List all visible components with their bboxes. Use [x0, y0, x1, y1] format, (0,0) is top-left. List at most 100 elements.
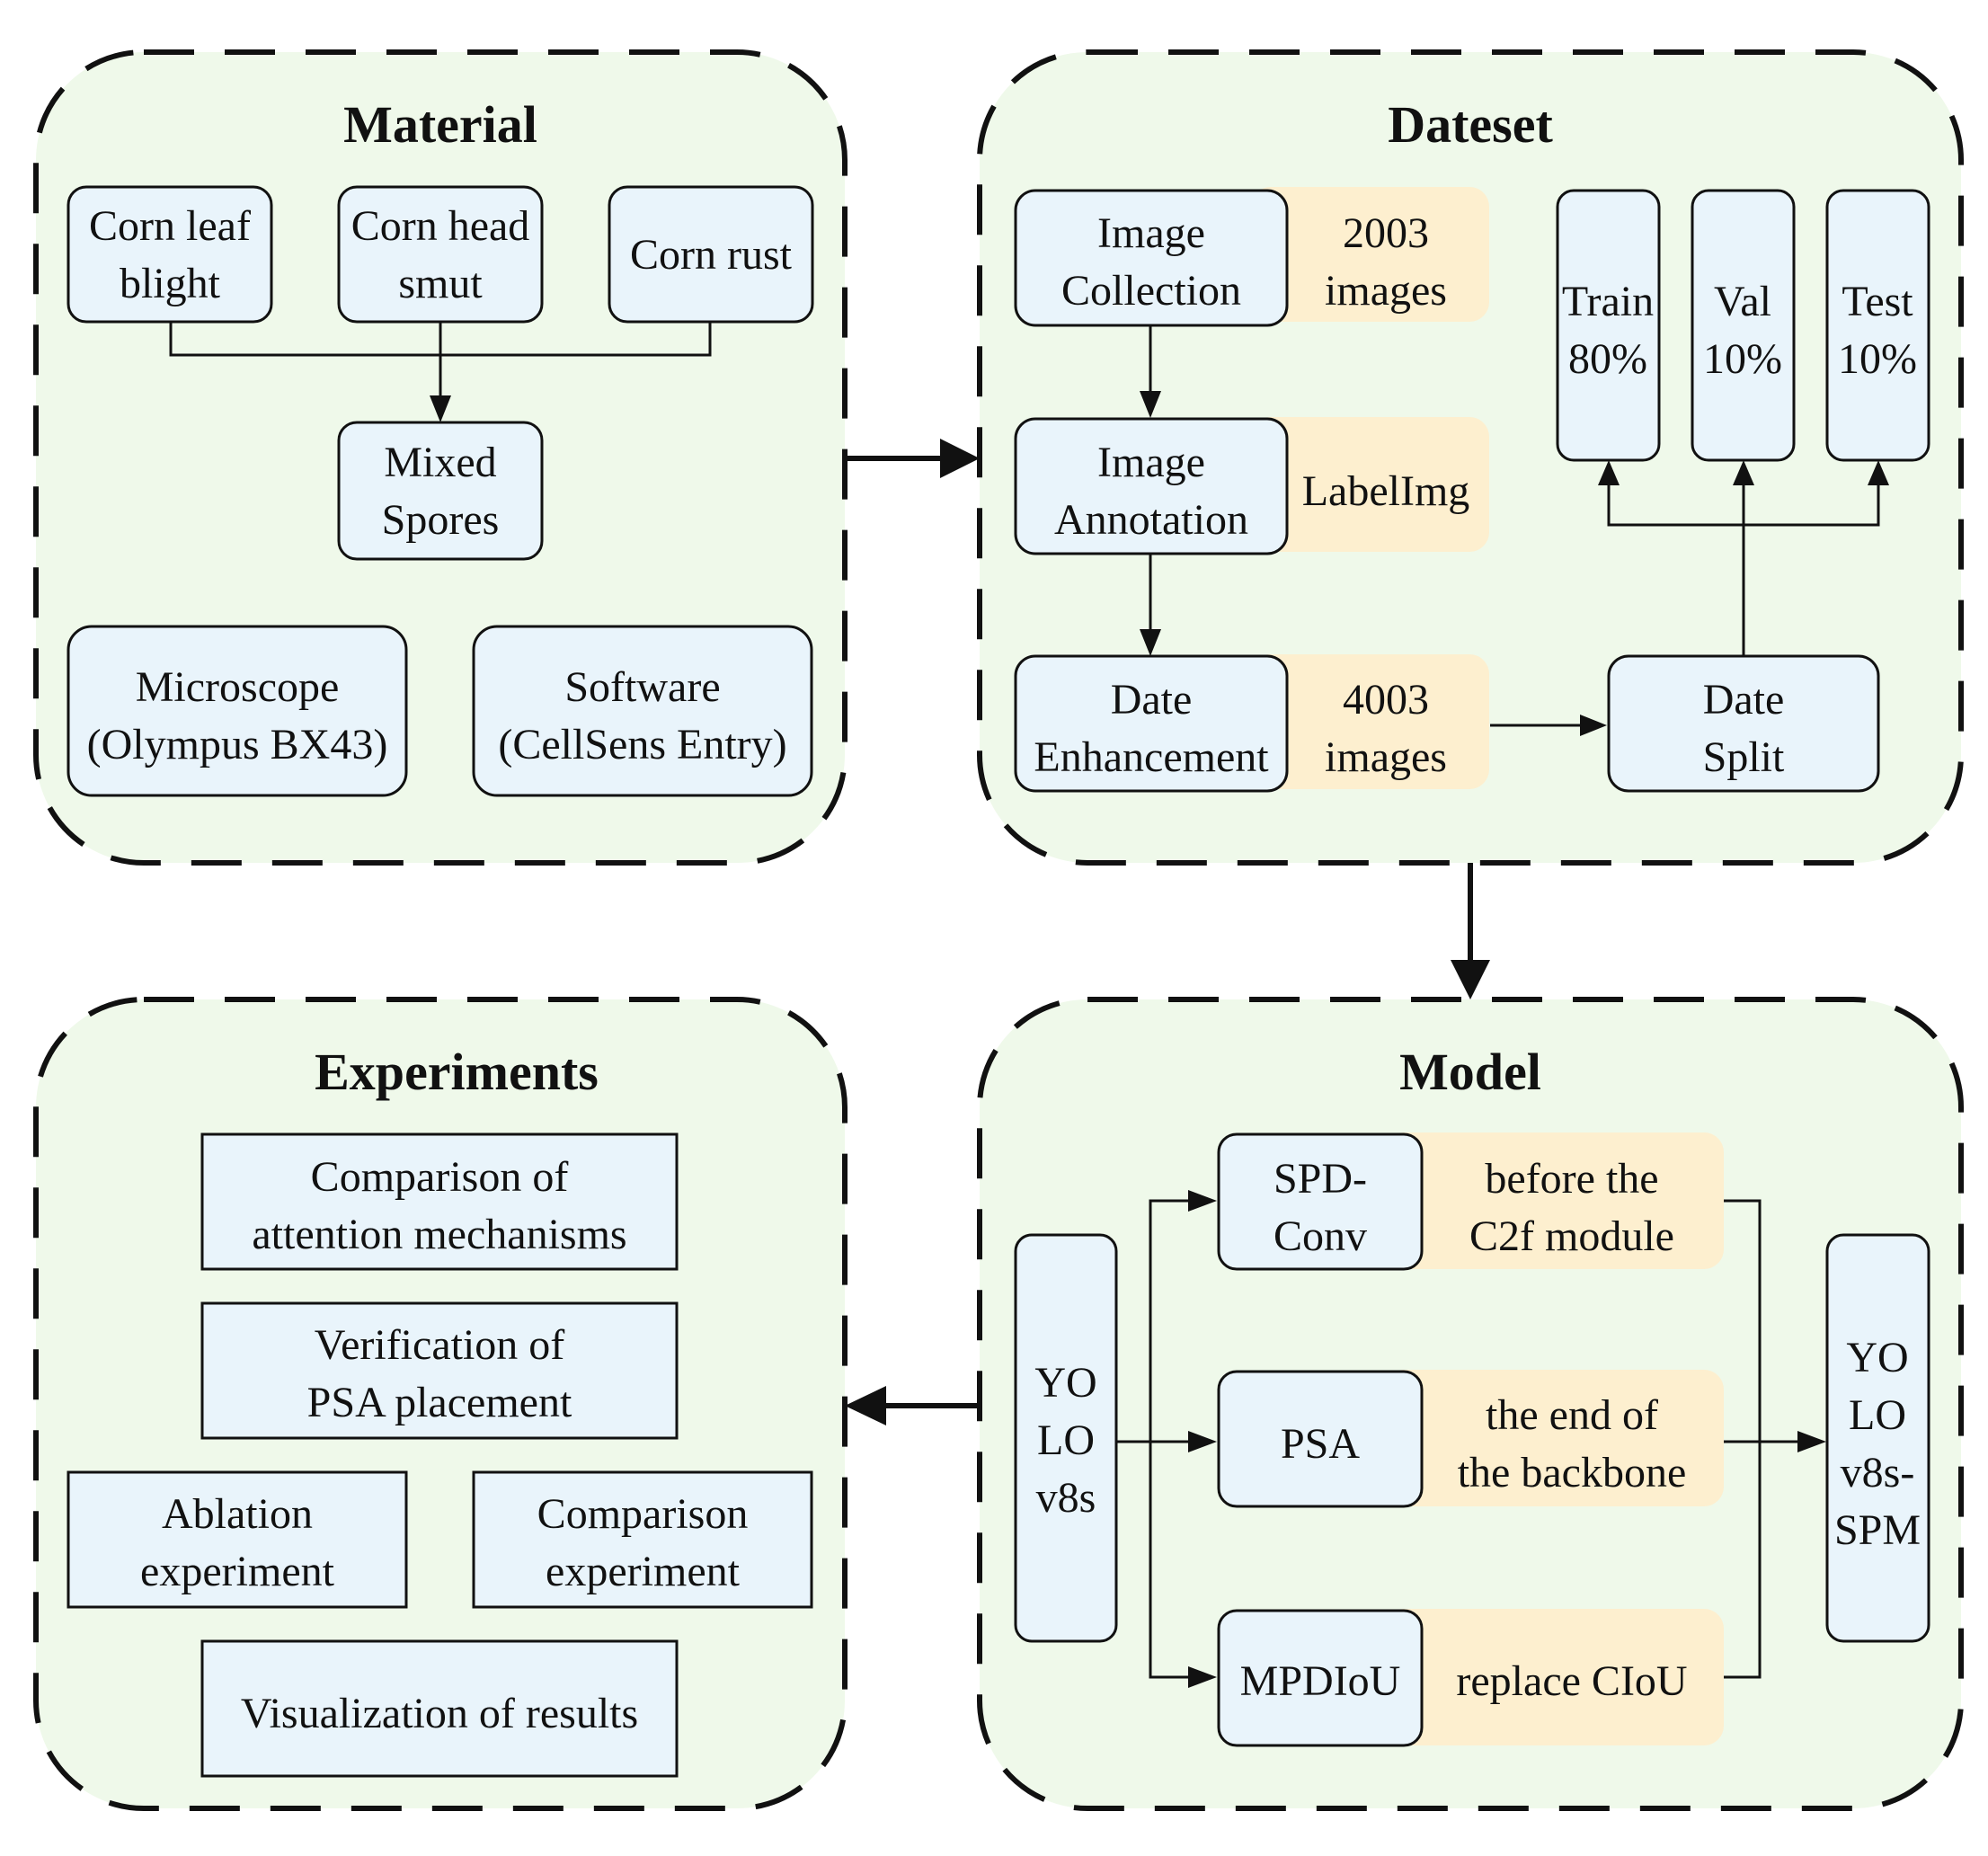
label-line: Image — [1097, 439, 1205, 486]
label-line: Image — [1097, 209, 1205, 257]
annotation-arrowhead — [1140, 391, 1161, 418]
mpdiou-group: MPDIoU replace CIoU — [1217, 1609, 1724, 1747]
label-line: before the — [1485, 1155, 1658, 1203]
dataset-to-model-arrowhead — [1451, 960, 1490, 999]
label-line: C2f module — [1469, 1212, 1674, 1260]
train-node: Train 80% — [1556, 189, 1661, 462]
label-line: Corn rust — [630, 231, 793, 279]
label-line: Annotation — [1054, 496, 1248, 544]
label-line: Test — [1842, 278, 1913, 325]
label-line: Corn leaf — [89, 202, 251, 250]
label-line: v8s — [1036, 1474, 1096, 1522]
corn-rust-node: Corn rust — [608, 185, 814, 324]
test-arrowhead — [1868, 460, 1889, 485]
material-to-dataset-arrowhead — [940, 439, 980, 478]
label-line: Conv — [1274, 1212, 1367, 1260]
attention-comparison-node: Comparison of attention mechanisms — [200, 1132, 679, 1271]
mpdiou-note: replace CIoU — [1456, 1657, 1687, 1705]
train-arrowhead — [1598, 460, 1620, 485]
label-line: Collection — [1061, 267, 1241, 315]
label-line: MPDIoU — [1240, 1657, 1401, 1705]
software-label: Software (CellSens Entry) — [498, 663, 786, 768]
label-line: 80% — [1568, 335, 1647, 383]
label-line: 2003 — [1343, 209, 1429, 257]
label-line: Enhancement — [1034, 733, 1269, 781]
train-label: Train 80% — [1562, 278, 1654, 383]
enhancement-arrowhead — [1140, 629, 1161, 656]
material-title: Material — [343, 95, 537, 154]
corn-head-smut-node: Corn head smut — [337, 185, 544, 324]
visualization-node: Visualization of results — [200, 1639, 679, 1778]
label-line: YO — [1846, 1334, 1908, 1381]
model-to-experiments-arrowhead — [845, 1386, 886, 1425]
label-line: Corn head — [351, 202, 530, 250]
label-line: SPD- — [1274, 1155, 1367, 1203]
label-line: Val — [1714, 278, 1771, 325]
mpdiou-label: MPDIoU — [1240, 1657, 1401, 1705]
label-line: SPM — [1834, 1506, 1921, 1554]
label-line: PSA — [1281, 1420, 1360, 1468]
connectors — [169, 322, 1889, 1688]
label-line: Date — [1111, 676, 1193, 724]
label-line: Visualization of results — [241, 1690, 638, 1737]
label-line: Train — [1562, 278, 1654, 325]
collection-count-note: 2003 images — [1325, 209, 1447, 315]
mpdiou-arrowhead — [1188, 1666, 1217, 1688]
microscope-node: Microscope(Olympus BX43) — [67, 625, 408, 797]
label-line: v8s- — [1841, 1449, 1915, 1496]
label-line: blight — [120, 260, 221, 307]
label-line: smut — [398, 260, 483, 307]
model-title: Model — [1399, 1043, 1541, 1101]
label-line: Microscope — [136, 663, 340, 711]
mpdiou-branch-line — [1149, 1442, 1188, 1679]
label-line: attention mechanisms — [252, 1211, 626, 1258]
annotation-tool-note: LabelImg — [1302, 467, 1470, 515]
test-label: Test 10% — [1838, 278, 1917, 383]
label-line: LO — [1849, 1391, 1906, 1439]
label-line: Verification of — [315, 1321, 565, 1369]
model-merge-line — [1724, 1199, 1762, 1679]
val-arrowhead — [1733, 460, 1754, 485]
rust-connector — [440, 322, 712, 357]
label-line: PSA placement — [307, 1379, 572, 1426]
label-line: the backbone — [1458, 1449, 1687, 1496]
label-line: Ablation — [162, 1490, 313, 1538]
label-line: Software — [564, 663, 720, 711]
label-line: Spores — [382, 496, 500, 544]
software-node: Software (CellSens Entry) — [472, 625, 813, 797]
test-node: Test 10% — [1825, 189, 1930, 462]
corn-leaf-blight-node: Corn leaf blight — [67, 185, 273, 324]
label-line: 4003 — [1343, 676, 1429, 724]
label-line: Date — [1703, 676, 1785, 724]
microscope-label: Microscope(Olympus BX43) — [87, 663, 388, 768]
split-branch-line — [1607, 485, 1880, 527]
yolov8s-spm-output-node: YO LO v8s- SPM — [1825, 1233, 1930, 1643]
label-line: (CellSens Entry) — [498, 721, 786, 768]
label-line: 10% — [1838, 335, 1917, 383]
label-line: images — [1325, 267, 1447, 315]
corn-leaf-blight-label: Corn leaf blight — [89, 202, 251, 307]
label-line: LabelImg — [1302, 467, 1470, 515]
psa-arrowhead — [1188, 1431, 1217, 1452]
label-line: Mixed — [384, 439, 496, 486]
label-line: Comparison of — [311, 1153, 569, 1201]
psa-placement-node: Verification of PSA placement — [200, 1301, 679, 1440]
psa-label: PSA — [1281, 1420, 1360, 1468]
label-line: YO — [1034, 1359, 1096, 1407]
